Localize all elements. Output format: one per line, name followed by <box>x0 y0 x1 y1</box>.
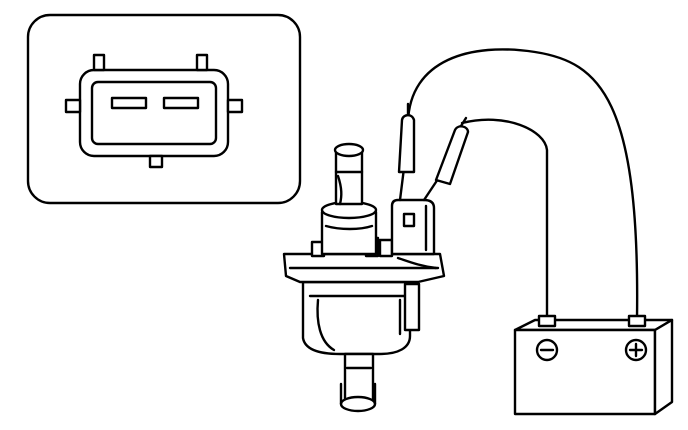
connector-face <box>90 80 218 146</box>
positive-terminal <box>627 314 647 328</box>
battery-front <box>513 328 657 416</box>
connector-tab <box>92 53 106 72</box>
test-lead-icon <box>406 48 639 320</box>
valve-connector-pin <box>402 212 416 228</box>
lead-positive <box>406 48 639 320</box>
connector-ear <box>226 98 244 114</box>
housing-shade <box>316 298 336 352</box>
flange-shade <box>396 256 438 270</box>
connector-inset <box>26 13 302 205</box>
connector-pin <box>110 96 148 110</box>
probe-left-body <box>397 113 416 174</box>
outlet-nipple <box>343 352 375 402</box>
lead-negative <box>460 118 549 320</box>
inlet-end <box>333 142 365 158</box>
battery-side <box>653 318 674 416</box>
connector-tab <box>195 53 209 72</box>
flange-bolt <box>378 238 394 258</box>
negative-terminal <box>537 314 557 328</box>
probe-right-tip <box>459 116 468 128</box>
negative-sign-icon <box>535 338 559 362</box>
connector-pin <box>162 96 200 110</box>
two-pin-connector-icon <box>64 53 244 169</box>
outlet-end <box>339 395 377 413</box>
connector-ear <box>64 98 82 114</box>
housing-step <box>403 282 421 332</box>
inset-frame <box>26 13 302 205</box>
probe-left-wire <box>398 166 406 202</box>
inlet-shade <box>336 174 343 206</box>
solenoid-valve-icon <box>282 142 446 413</box>
connector-key <box>148 154 164 169</box>
inlet-nipple <box>334 150 364 206</box>
cylinder-band <box>324 224 374 231</box>
battery-icon <box>513 314 674 416</box>
probe-leads <box>397 102 470 202</box>
probe-right-body <box>434 125 470 186</box>
valve-housing <box>301 280 412 356</box>
positive-sign-icon <box>624 338 648 362</box>
